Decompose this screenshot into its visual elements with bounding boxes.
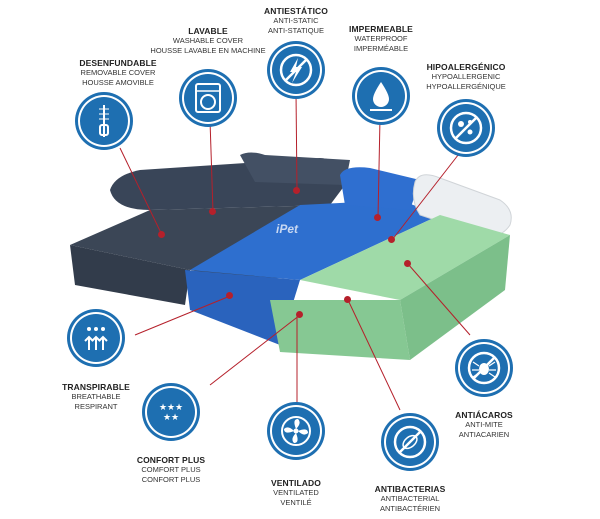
feature-title: TRANSPIRABLE — [62, 382, 130, 392]
feature-title: ANTIESTÁTICO — [263, 6, 328, 16]
zipper-icon — [78, 95, 130, 147]
feature-title: CONFORT PLUS — [136, 455, 206, 465]
fan-icon — [270, 405, 322, 457]
feature-subtitle-fr: CONFORT PLUS — [141, 475, 201, 484]
feature-label-confort: CONFORT PLUS COMFORT PLUS CONFORT PLUS — [111, 455, 231, 485]
feature-subtitle-en: ANTIBACTERIAL — [380, 494, 440, 503]
feature-subtitle-fr: HOUSSE LAVABLE EN MACHINE — [150, 46, 266, 55]
feature-subtitle-en: HYPOALLERGENIC — [431, 72, 501, 81]
feature-label-ventilado: VENTILADO VENTILATED VENTILÉ — [236, 478, 356, 508]
feature-subtitle-en: COMFORT PLUS — [141, 465, 201, 474]
marker-dot — [388, 236, 395, 243]
feature-label-antiestatico: ANTIESTÁTICO ANTI-STATIC ANTI-STATIQUE — [236, 6, 356, 36]
marker-dot — [226, 292, 233, 299]
feature-title: DESENFUNDABLE — [79, 58, 157, 68]
feature-title: ANTIBACTERIAS — [374, 484, 446, 494]
feature-subtitle-fr: ANTIACARIEN — [458, 430, 510, 439]
feature-label-transpirable: TRANSPIRABLE BREATHABLE RESPIRANT — [36, 382, 156, 412]
no-bacteria-icon — [384, 416, 436, 468]
feature-subtitle-fr: HOUSSE AMOVIBLE — [82, 78, 154, 87]
feature-title: LAVABLE — [188, 26, 228, 36]
no-static-icon — [270, 44, 322, 96]
feature-label-antibacterias: ANTIBACTERIAS ANTIBACTERIAL ANTIBACTÉRIE… — [350, 484, 470, 514]
marker-dot — [344, 296, 351, 303]
feature-title: HIPOALERGÉNICO — [426, 62, 506, 72]
no-mite-icon — [458, 342, 510, 394]
brand-label: iPet — [276, 222, 299, 236]
no-allergens-icon — [440, 102, 492, 154]
feature-subtitle-en: WASHABLE COVER — [172, 36, 244, 45]
svg-text:★: ★ — [163, 413, 171, 423]
feature-subtitle-fr: VENTILÉ — [280, 498, 312, 507]
feature-subtitle-en: ANTI-STATIC — [273, 16, 319, 25]
feature-label-impermeable: IMPERMEABLE WATERPROOF IMPERMÉABLE — [321, 24, 441, 54]
feature-label-hipoalergenico: HIPOALERGÉNICO HYPOALLERGENIC HYPOALLERG… — [406, 62, 526, 92]
feature-subtitle-fr: HYPOALLERGÉNIQUE — [426, 82, 506, 91]
feature-subtitle-en: BREATHABLE — [71, 392, 121, 401]
feature-subtitle-fr: ANTI-STATIQUE — [268, 26, 324, 35]
svg-text:★: ★ — [167, 403, 175, 413]
feature-subtitle-fr: ANTIBACTÉRIEN — [379, 504, 440, 513]
feature-label-lavable: LAVABLE WASHABLE COVER HOUSSE LAVABLE EN… — [148, 26, 268, 56]
feature-subtitle-en: WATERPROOF — [354, 34, 408, 43]
feature-title: ANTIÁCAROS — [455, 410, 513, 420]
stars-icon: ★★★★★ — [145, 386, 197, 438]
marker-dot — [296, 311, 303, 318]
feature-subtitle-en: ANTI-MITE — [465, 420, 503, 429]
breathable-arrows-icon — [70, 312, 122, 364]
feature-title: VENTILADO — [270, 478, 321, 488]
water-drop-icon — [355, 70, 407, 122]
marker-dot — [374, 214, 381, 221]
svg-text:★: ★ — [171, 413, 179, 423]
feature-subtitle-fr: IMPERMÉABLE — [353, 44, 409, 53]
svg-text:★: ★ — [159, 403, 167, 413]
marker-dot — [404, 260, 411, 267]
svg-text:★: ★ — [175, 403, 183, 413]
washing-machine-icon — [182, 72, 234, 124]
feature-label-antiacaros: ANTIÁCAROS ANTI-MITE ANTIACARIEN — [424, 410, 544, 440]
marker-dot — [209, 208, 216, 215]
feature-subtitle-en: VENTILATED — [273, 488, 319, 497]
feature-subtitle-fr: RESPIRANT — [74, 402, 118, 411]
feature-label-desenfundable: DESENFUNDABLE REMOVABLE COVER HOUSSE AMO… — [58, 58, 178, 88]
marker-dot — [158, 231, 165, 238]
marker-dot — [293, 187, 300, 194]
feature-subtitle-en: REMOVABLE COVER — [80, 68, 156, 77]
feature-title: IMPERMEABLE — [349, 24, 413, 34]
